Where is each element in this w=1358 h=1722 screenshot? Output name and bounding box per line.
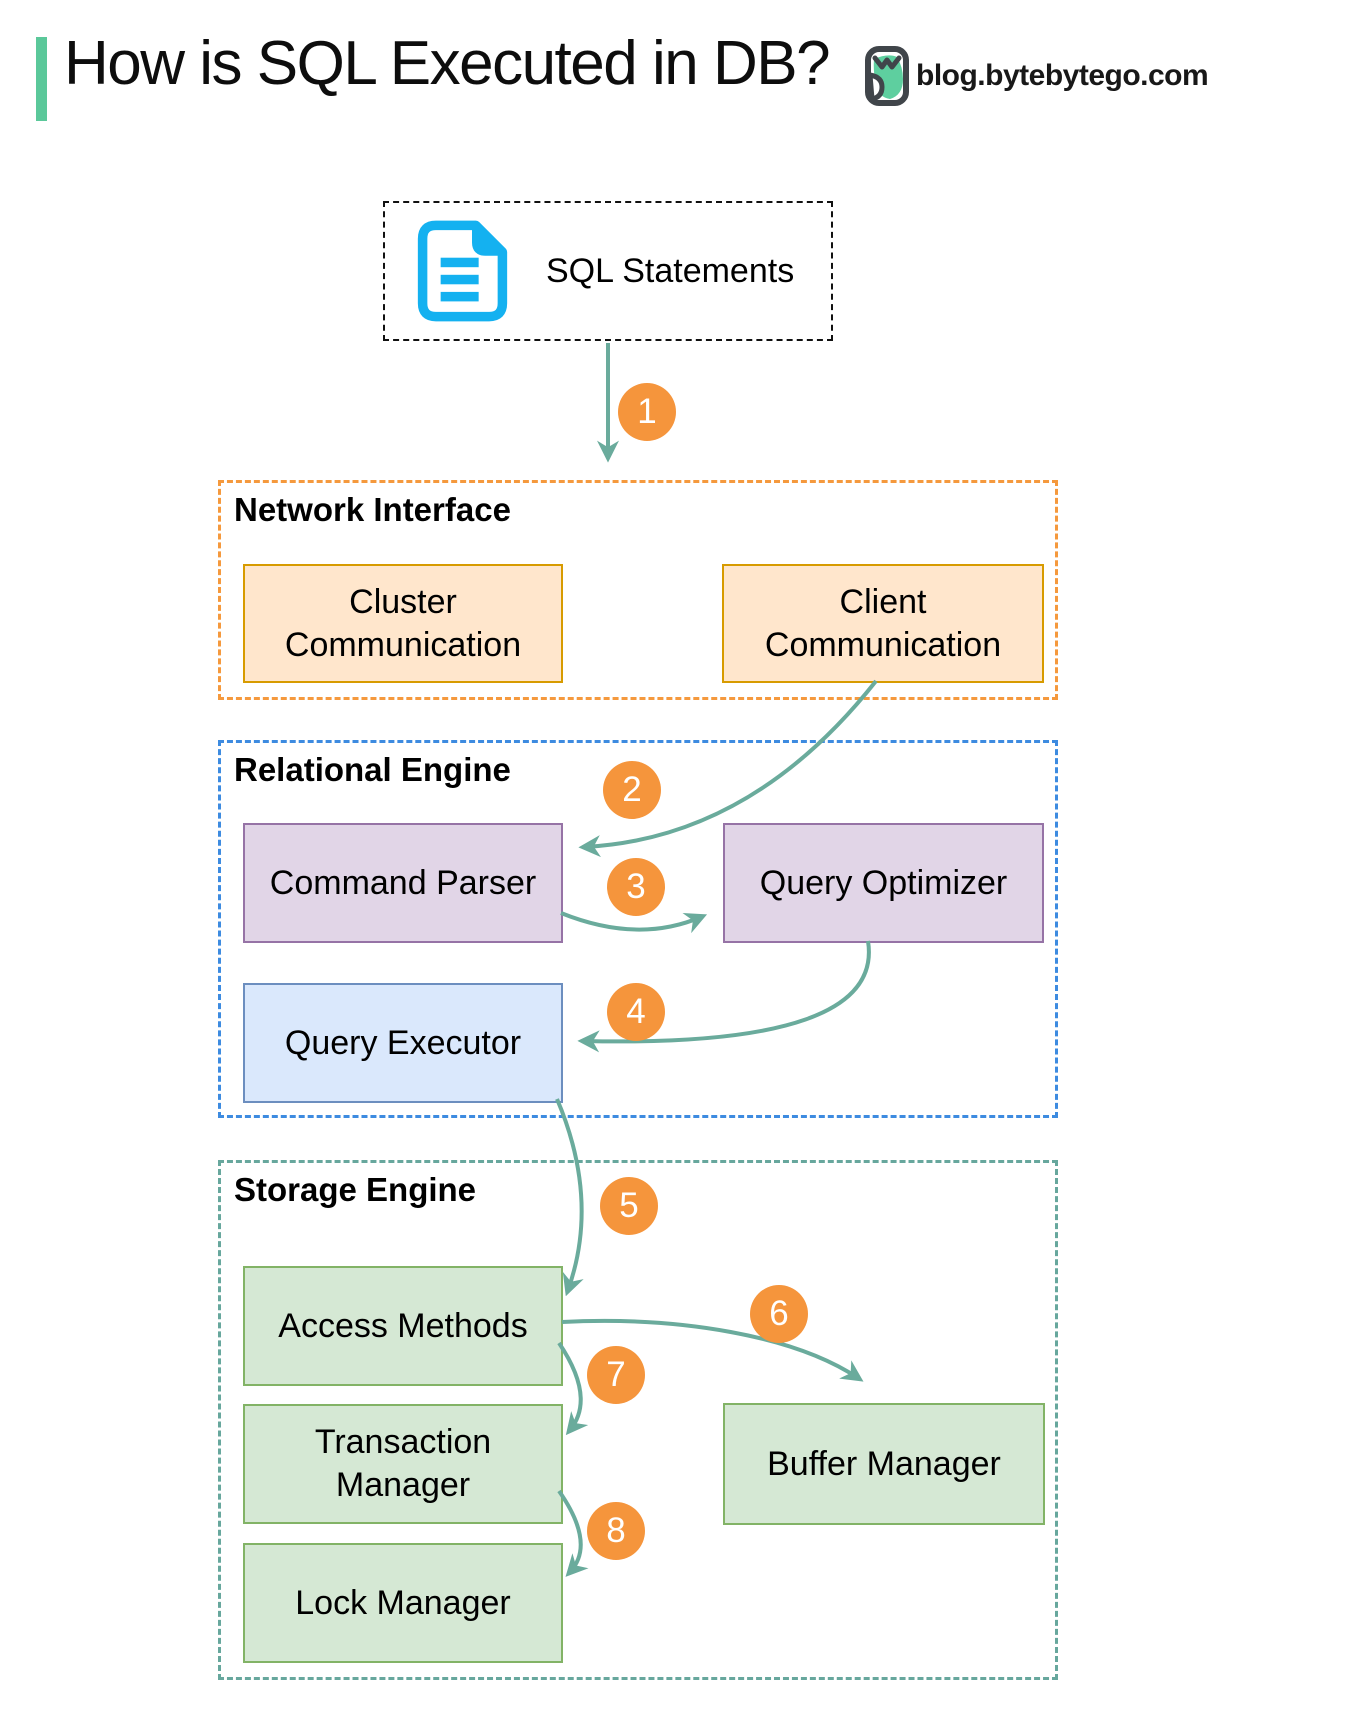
page-title: How is SQL Executed in DB? bbox=[64, 29, 831, 98]
node-transaction-manager-label: Transaction Manager bbox=[314, 1423, 492, 1504]
step-badge-6: 6 bbox=[750, 1285, 808, 1343]
section-storage-engine: Storage Engine Access Methods Transactio… bbox=[218, 1160, 1058, 1680]
node-command-parser: Command Parser bbox=[243, 823, 563, 943]
brand: blog.bytebytego.com bbox=[864, 44, 1209, 108]
sql-statements-node: SQL Statements bbox=[383, 201, 833, 341]
node-client-communication-label: Client Communication bbox=[764, 582, 1002, 664]
bytebytego-logo-icon bbox=[865, 46, 909, 106]
node-lock-manager: Lock Manager bbox=[243, 1543, 563, 1663]
node-access-methods: Access Methods bbox=[243, 1266, 563, 1386]
node-client-communication: Client Communication bbox=[722, 564, 1044, 683]
node-cluster-communication: Cluster Communication bbox=[243, 564, 563, 683]
step-badge-7: 7 bbox=[587, 1346, 645, 1404]
sql-statements-label: SQL Statements bbox=[546, 251, 795, 290]
node-transaction-manager: Transaction Manager bbox=[243, 1404, 563, 1524]
title-accent-bar bbox=[36, 37, 47, 121]
node-query-executor: Query Executor bbox=[243, 983, 563, 1103]
step-badge-1: 1 bbox=[618, 383, 676, 441]
node-query-executor-label: Query Executor bbox=[284, 1023, 522, 1062]
step-badge-2: 2 bbox=[603, 761, 661, 819]
brand-text: blog.bytebytego.com bbox=[916, 59, 1209, 92]
node-lock-manager-label: Lock Manager bbox=[295, 1583, 511, 1622]
section-network-interface: Network Interface Cluster Communication … bbox=[218, 480, 1058, 700]
node-cluster-communication-label: Cluster Communication bbox=[284, 582, 522, 664]
step-badge-8: 8 bbox=[587, 1502, 645, 1560]
step-badge-4: 4 bbox=[607, 983, 665, 1041]
section-title-network-interface: Network Interface bbox=[234, 491, 511, 528]
section-relational-engine: Relational Engine Command Parser Query O… bbox=[218, 740, 1058, 1118]
step-badge-5: 5 bbox=[600, 1177, 658, 1235]
node-buffer-manager: Buffer Manager bbox=[723, 1403, 1045, 1525]
node-access-methods-label: Access Methods bbox=[278, 1306, 528, 1345]
step-badge-3: 3 bbox=[607, 858, 665, 916]
node-query-optimizer: Query Optimizer bbox=[723, 823, 1044, 943]
sql-document-icon bbox=[417, 220, 508, 322]
node-query-optimizer-label: Query Optimizer bbox=[759, 863, 1008, 902]
section-title-relational-engine: Relational Engine bbox=[234, 751, 511, 788]
section-title-storage-engine: Storage Engine bbox=[234, 1171, 477, 1208]
node-command-parser-label: Command Parser bbox=[269, 863, 537, 902]
node-buffer-manager-label: Buffer Manager bbox=[767, 1444, 1001, 1483]
